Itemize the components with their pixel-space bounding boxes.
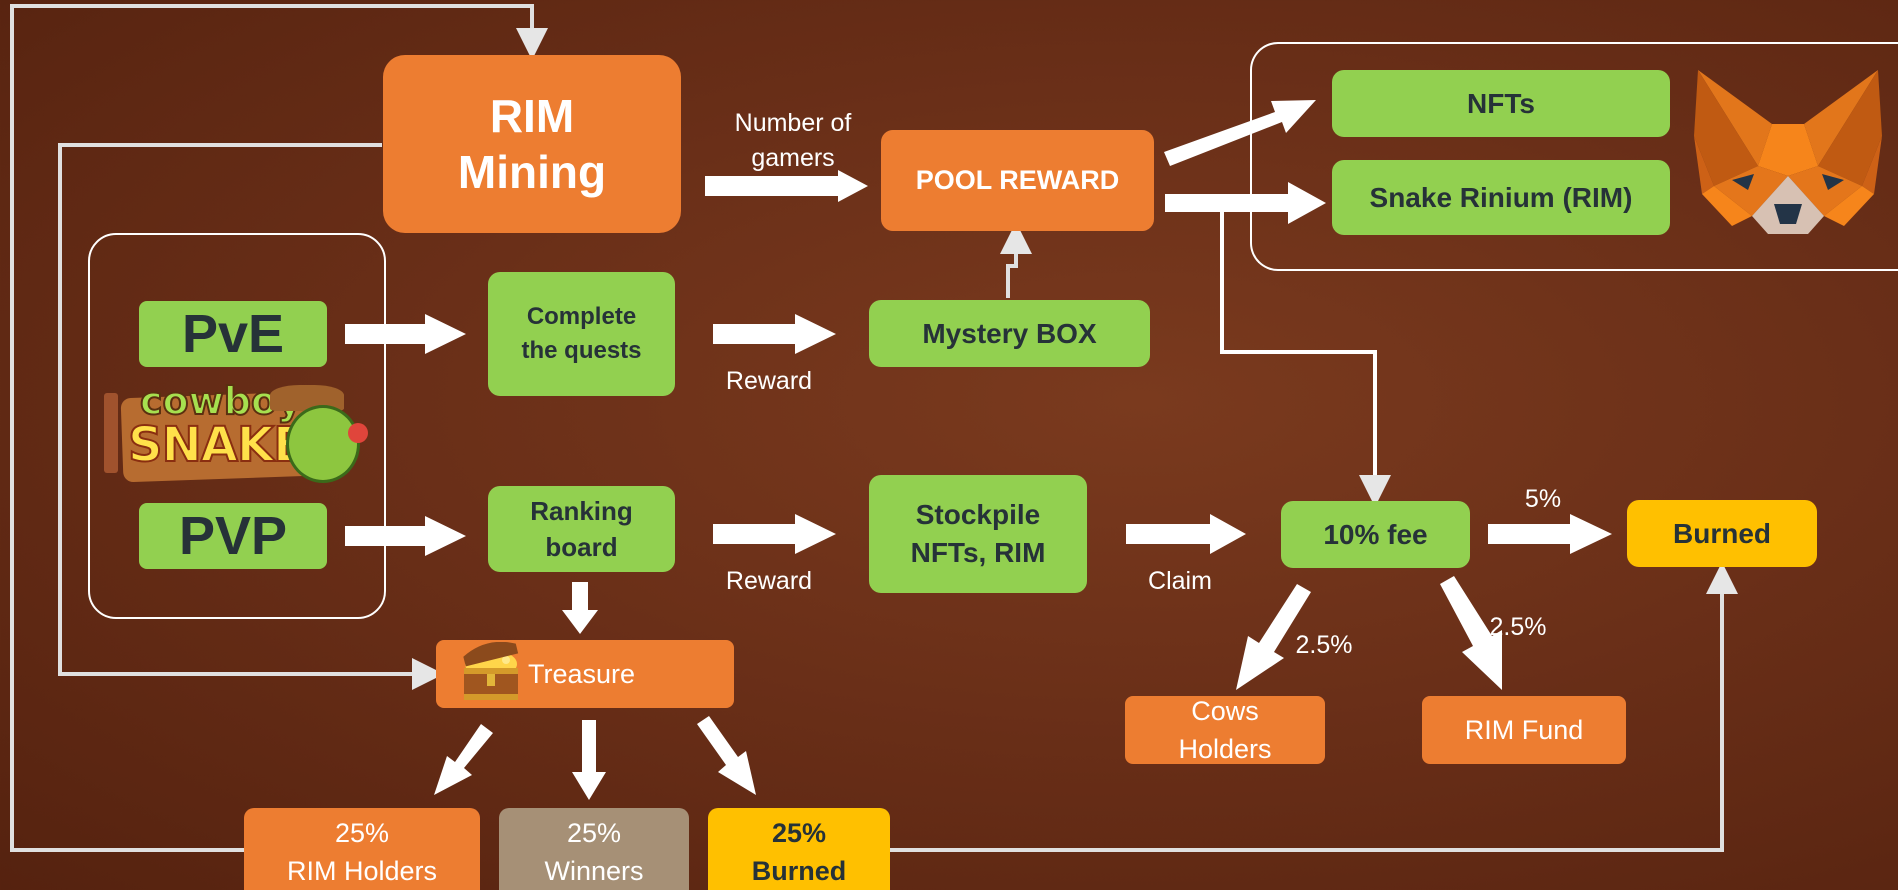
treasure-chest-icon [463, 642, 519, 700]
arrow-ranking-stockpile [713, 514, 836, 554]
cows-holders-node: Cows Holders [1125, 696, 1325, 764]
line-mystery-to-pool [1000, 222, 1032, 298]
cowboy-snake-logo: cowboy SNAKE [100, 375, 368, 487]
winners-node: 25% Winners [499, 808, 689, 890]
arrow-pve-quests [345, 314, 466, 354]
rim-mining-node: RIM Mining [383, 55, 681, 233]
line-burned-to-burned [890, 562, 1738, 852]
rim-holders-node: 25% RIM Holders [244, 808, 480, 890]
pve-node: PvE [139, 301, 327, 367]
arrow-stockpile-fee [1126, 514, 1246, 554]
claim-label: Claim [1148, 567, 1212, 595]
pct-burn-label: 5% [1524, 485, 1562, 513]
rim-fund-node: RIM Fund [1422, 696, 1626, 764]
line-pool-to-fee [1220, 204, 1391, 507]
pct-cows-label: 2.5% [1295, 631, 1353, 659]
loop-line-rim-holders [10, 4, 548, 852]
snake-rinium-node: Snake Rinium (RIM) [1332, 160, 1670, 235]
game-modes-group [88, 233, 386, 619]
treasure-label: Treasure [528, 658, 636, 689]
reward-label-ranking: Reward [725, 567, 813, 595]
nfts-node: NFTs [1332, 70, 1670, 137]
arrow-fee-cows [1236, 584, 1311, 690]
metamask-fox-icon [1694, 70, 1882, 234]
fee-node: 10% fee [1281, 501, 1470, 568]
arrow-treasure-winners [572, 720, 606, 800]
wallet-group [1250, 42, 1898, 271]
arrow-fee-burned [1488, 514, 1612, 554]
mystery-box-node: Mystery BOX [869, 300, 1150, 367]
line-mining-to-treasure [58, 143, 444, 690]
arrow-quests-mystery [713, 314, 836, 354]
arrow-pool-rim [1165, 182, 1326, 224]
complete-quests-node: Complete the quests [488, 272, 675, 396]
arrow-treasure-burned [697, 716, 756, 795]
arrow-mining-pool [705, 170, 868, 202]
arrow-treasure-holders [434, 724, 493, 795]
arrow-fee-fund [1440, 576, 1502, 690]
pvp-node: PVP [139, 503, 327, 569]
arrow-pool-nfts [1164, 100, 1316, 166]
stockpile-node: Stockpile NFTs, RIM [869, 475, 1087, 593]
ranking-board-node: Ranking board [488, 486, 675, 572]
number-of-gamers-label: Number of gamers [734, 109, 852, 172]
arrow-ranking-treasure [562, 582, 598, 634]
reward-label-quests: Reward [725, 367, 813, 395]
pct-fund-label: 2.5% [1489, 613, 1547, 641]
block-arrows [345, 100, 1612, 800]
pool-reward-node: POOL REWARD [881, 130, 1154, 231]
burned-treasure-node: 25% Burned [708, 808, 890, 890]
arrow-pvp-ranking [345, 516, 466, 556]
logo-line-snake: SNAKE [127, 416, 307, 474]
burned-fee-node: Burned [1627, 500, 1817, 567]
